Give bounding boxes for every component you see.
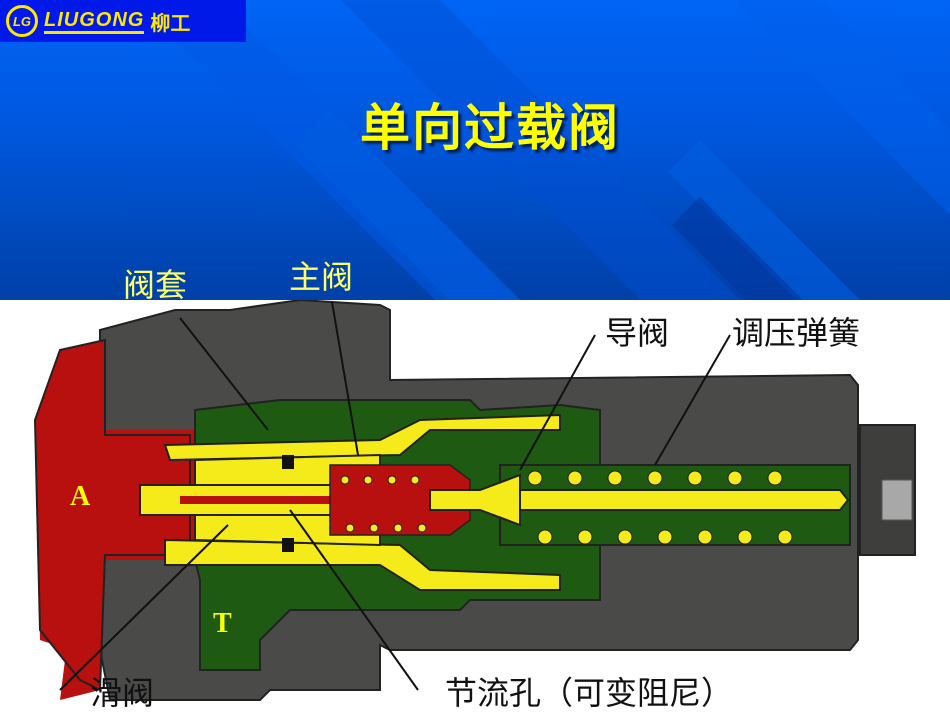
logo-mark: LG — [6, 5, 38, 37]
pointer-arrows — [59, 301, 731, 691]
logo-brand: LIUGONG — [44, 9, 145, 34]
logo-brand-cn: 柳工 — [150, 10, 191, 35]
pilot-valve-cone — [429, 473, 521, 527]
spring-coils — [340, 470, 793, 545]
port-a-label: A — [70, 481, 91, 512]
pressure-region — [33, 338, 191, 692]
header-band — [0, 0, 950, 300]
label-orifice: 节流孔（可变阻尼） — [445, 674, 734, 712]
adjust-screw — [881, 479, 913, 521]
label-pilot-valve: 导阀 — [605, 314, 670, 352]
label-spool: 滑阀 — [90, 674, 155, 712]
page-title: 单向过载阀 — [360, 98, 620, 157]
label-spring: 调压弹簧 — [732, 314, 861, 352]
company-logo: LG LIUGONG 柳工 — [0, 0, 246, 42]
label-main-valve: 主阀 — [289, 258, 354, 296]
pilot-stem — [519, 489, 850, 511]
valve-cross-section-diagram: A T — [33, 300, 916, 701]
seal — [282, 455, 294, 469]
seal — [282, 538, 294, 552]
valve-sleeve-lower — [164, 538, 561, 591]
label-sleeve: 阀套 — [123, 266, 188, 304]
orifice-channel — [180, 496, 380, 504]
port-t-label: T — [213, 608, 232, 639]
